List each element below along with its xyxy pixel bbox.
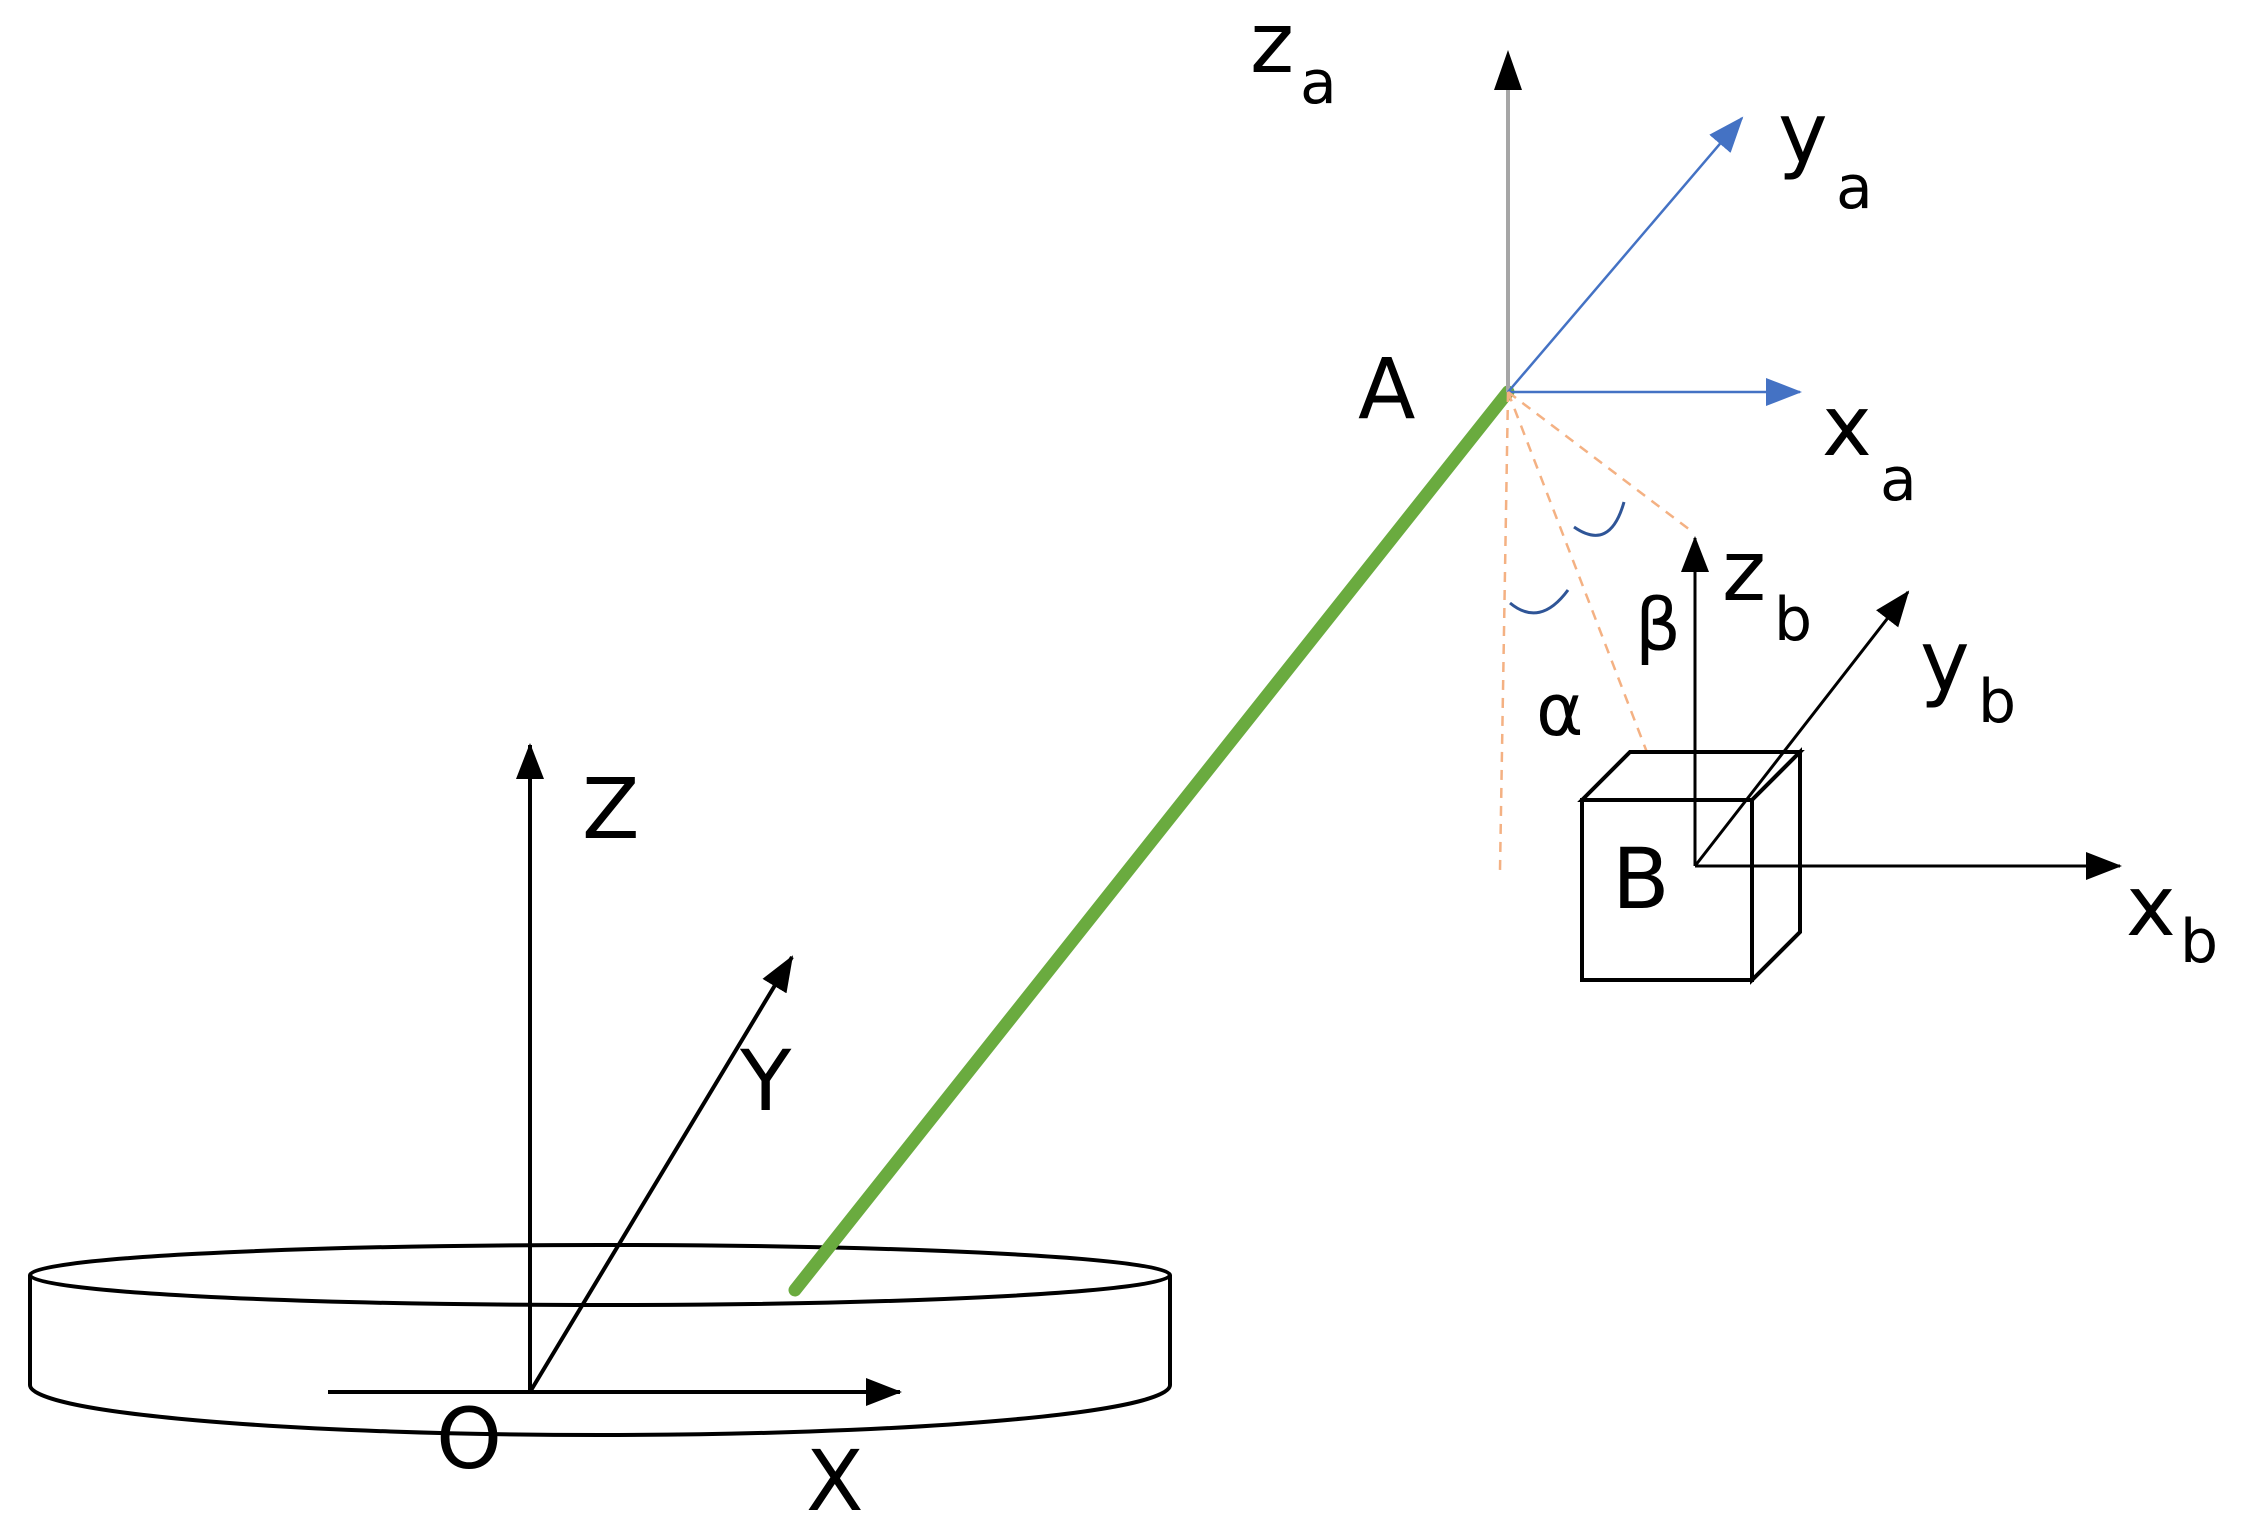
label-za-sub: a — [1300, 48, 1337, 118]
label-ya-sub: a — [1836, 153, 1873, 223]
label-axis-y: Y — [739, 1032, 792, 1130]
label-xb: x — [2126, 857, 2176, 955]
label-point-a: A — [1358, 340, 1415, 438]
label-yb: y — [1920, 612, 1970, 710]
frame-b-y-axis — [1693, 590, 1910, 867]
guide-to-b — [1506, 391, 1672, 813]
frame-a-y-axis — [1507, 116, 1744, 393]
world-y-axis — [528, 955, 794, 1394]
world-frame: O X Y Z — [328, 743, 902, 1530]
rod — [788, 385, 1515, 1297]
guide-vertical — [1498, 391, 1510, 871]
label-zb-sub: b — [1774, 585, 1812, 655]
label-xa-sub: a — [1880, 445, 1917, 515]
label-axis-z: Z — [582, 760, 640, 858]
label-zb: z — [1722, 522, 1766, 620]
label-ya: y — [1778, 84, 1828, 182]
angle-guides: α β — [1498, 391, 1691, 871]
label-origin: O — [436, 1390, 502, 1488]
frame-b: B z b y b x b — [1577, 522, 2218, 985]
frame-a: A z a y a x a — [1250, 0, 1917, 515]
label-yb-sub: b — [1978, 667, 2016, 737]
beta-arc — [1573, 501, 1626, 537]
label-xa: x — [1822, 377, 1872, 475]
label-alpha: α — [1536, 668, 1583, 752]
label-za: z — [1250, 0, 1294, 92]
label-beta: β — [1635, 583, 1681, 667]
label-axis-x: X — [806, 1432, 864, 1530]
alpha-arc — [1509, 589, 1570, 615]
label-xb-sub: b — [2180, 907, 2218, 977]
label-point-b: B — [1612, 830, 1670, 928]
guide-to-xa-plane — [1507, 391, 1691, 531]
